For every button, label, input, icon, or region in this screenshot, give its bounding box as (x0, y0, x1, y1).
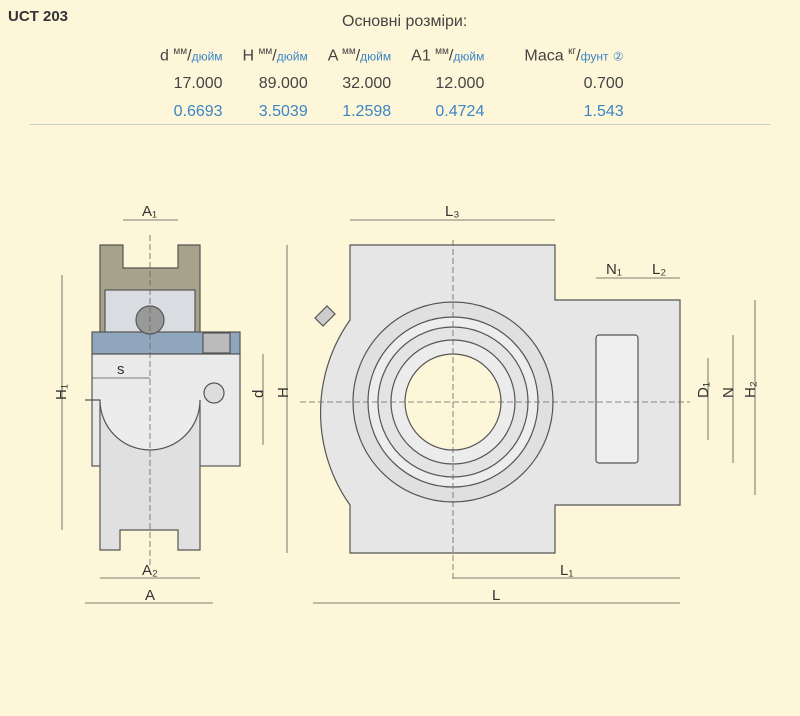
dimensions-table: d мм/дюйм H мм/дюйм A мм/дюйм A1 мм/дюйм… (140, 42, 624, 126)
label-a2: A₂ (142, 562, 158, 579)
label-h1: H₁ (53, 384, 70, 400)
label-d1: D₁ (695, 382, 712, 398)
label-l1: L₁ (560, 562, 573, 579)
col-h: H мм/дюйм (242, 46, 308, 65)
col-d: d мм/дюйм (160, 46, 223, 65)
col-mass: Маса кг/фунт ② (524, 46, 624, 65)
label-h2: H₂ (742, 381, 759, 398)
grease-nipple (314, 305, 336, 327)
label-d: d (250, 390, 267, 398)
col-a1: A1 мм/дюйм (411, 46, 485, 65)
label-l: L (492, 587, 500, 604)
label-n1: N₁ (606, 261, 622, 278)
label-l3: L₃ (445, 203, 459, 220)
divider (30, 124, 770, 125)
label-a1: A₁ (142, 203, 157, 220)
note-icon[interactable]: ② (612, 49, 624, 64)
product-title: UCT 203 (8, 8, 69, 25)
label-h: H (275, 387, 292, 398)
col-a: A мм/дюйм (327, 46, 392, 65)
label-l2: L₂ (652, 261, 666, 278)
label-s: s (117, 361, 125, 378)
dimensions-caption: Основні розміри: (342, 13, 468, 30)
label-n: N (720, 387, 737, 398)
label-a: A (145, 587, 155, 604)
